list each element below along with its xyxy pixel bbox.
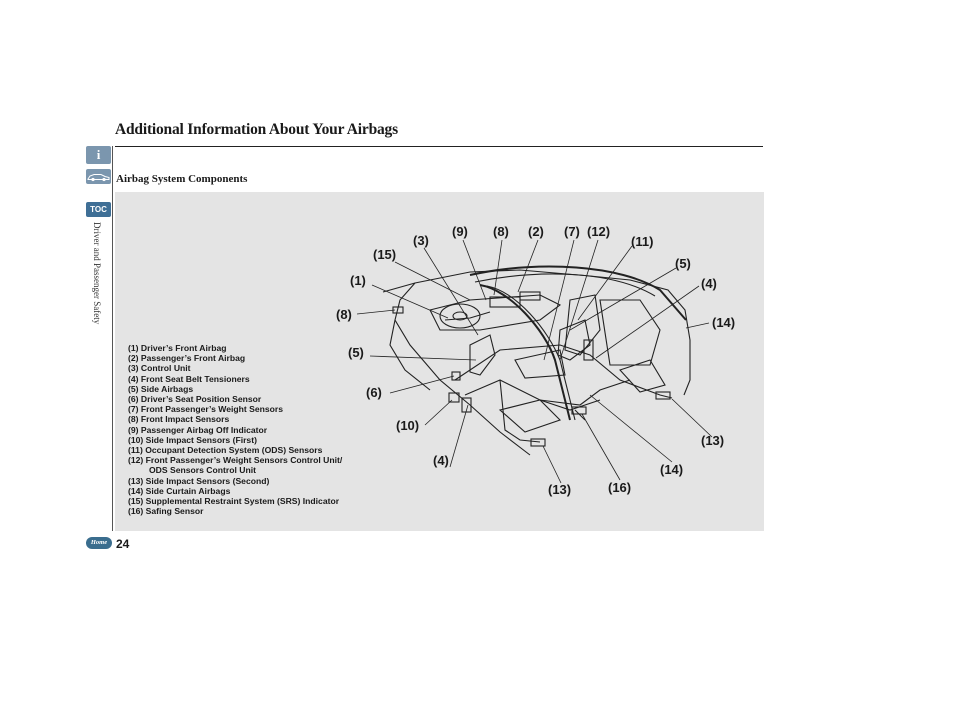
callout-5: (5) [348,345,364,360]
home-button[interactable]: Home [86,537,112,549]
section-heading: Airbag System Components [116,173,248,185]
callout-6: (6) [366,385,382,400]
title-divider [115,146,763,147]
callout-8: (8) [493,224,509,239]
legend-item: (10) Side Impact Sensors (First) [128,434,257,445]
chapter-tab[interactable]: Driver and Passenger Safety [85,222,111,362]
legend-item: (14) Side Curtain Airbags [128,485,231,496]
callout-10: (10) [396,418,419,433]
callout-16: (16) [608,480,631,495]
figure-panel [115,192,764,531]
chapter-label: Driver and Passenger Safety [92,222,102,325]
callout-7: (7) [564,224,580,239]
margin-divider [112,146,113,531]
legend-item: (12) Front Passenger’s Weight Sensors Co… [128,455,343,476]
callout-8: (8) [336,307,352,322]
callout-1: (1) [350,273,366,288]
legend-item: (15) Supplemental Restraint System (SRS)… [128,496,340,507]
callout-9: (9) [452,224,468,239]
info-button[interactable]: i [86,146,111,164]
legend-item: (8) Front Impact Sensors [128,414,230,425]
legend-item: (2) Passenger’s Front Airbag [128,353,246,364]
callout-12: (12) [587,224,610,239]
legend-item: (7) Front Passenger’s Weight Sensors [128,404,284,415]
home-label: Home [90,539,108,546]
legend-item: (16) Safing Sensor [128,506,204,517]
page-title: Additional Information About Your Airbag… [115,121,398,138]
legend-item: (1) Driver’s Front Airbag [128,343,227,353]
legend-item: (3) Control Unit [128,363,191,374]
legend-item: (9) Passenger Airbag Off Indicator [128,424,268,435]
info-icon: i [96,147,101,162]
car-icon [87,174,110,182]
callout-11: (11) [631,234,653,249]
callout-14: (14) [660,462,683,477]
callout-13: (13) [548,482,571,497]
legend-item: (13) Side Impact Sensors (Second) [128,475,270,486]
toc-button[interactable]: TOC [86,202,111,217]
toc-label: TOC [90,205,107,214]
callout-14: (14) [712,315,735,330]
callout-15: (15) [373,247,396,262]
callout-3: (3) [413,233,429,248]
callout-13: (13) [701,433,724,448]
legend-item: (11) Occupant Detection System (ODS) Sen… [128,445,323,456]
legend-item: (6) Driver’s Seat Position Sensor [128,394,262,405]
callout-5: (5) [675,256,691,271]
legend-item: (4) Front Seat Belt Tensioners [128,373,250,384]
component-legend: (1) Driver’s Front Airbag (2) Passenger’… [128,343,342,516]
callout-4: (4) [701,276,717,291]
callout-2: (2) [528,224,544,239]
vehicle-index-button[interactable] [86,169,111,184]
page-number: 24 [116,537,130,551]
legend-item: (5) Side Airbags [128,383,194,394]
airbag-system-diagram: (1) (2) (3) (4) (4) (5) (5) (6) (7) (8) … [336,224,735,497]
callout-4: (4) [433,453,449,468]
